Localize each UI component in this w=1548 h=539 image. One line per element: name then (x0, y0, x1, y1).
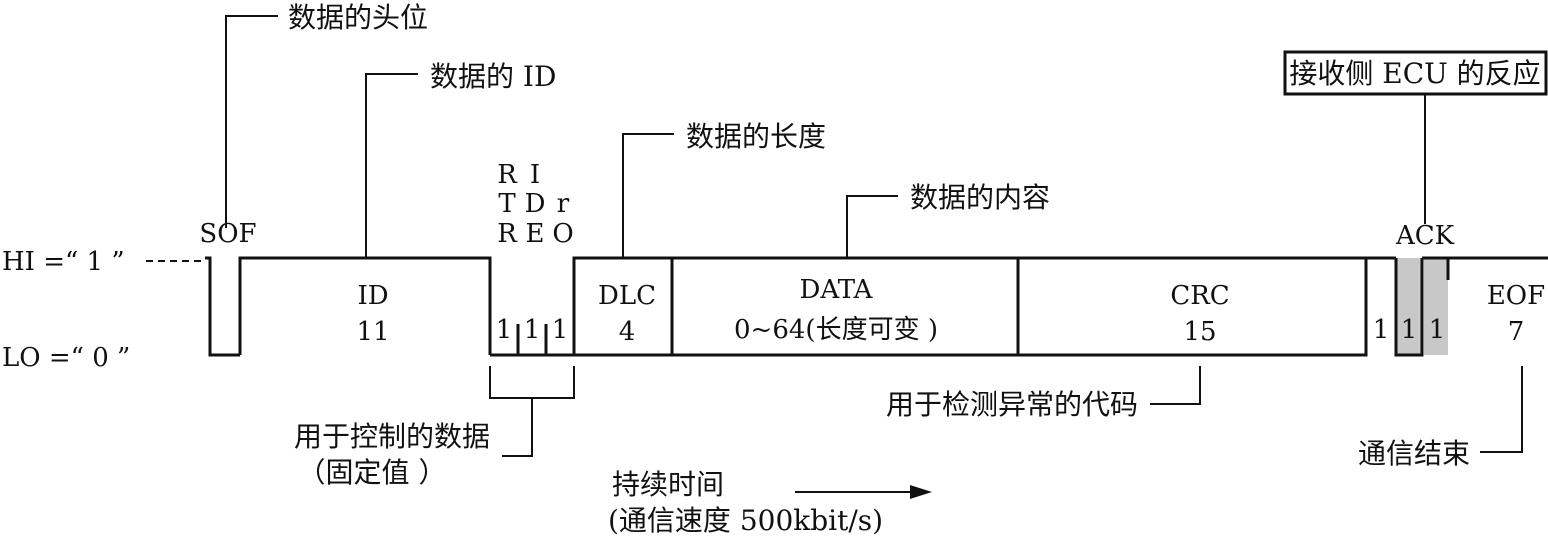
crc-annotation: 用于检测异常的代码 (886, 388, 1138, 421)
control-bracket (489, 366, 575, 457)
crc-bits: 15 (1183, 317, 1216, 347)
id-label: ID (357, 281, 388, 311)
ack-annotation-box (1283, 50, 1548, 96)
control-annotation-line1: 用于控制的数据 (294, 420, 490, 453)
duration-speed: (通信速度 500kbit/s) (608, 504, 883, 537)
dlc-bits: 4 (619, 317, 636, 347)
ack-slot (1394, 258, 1424, 357)
control-bit-3: 1 (552, 315, 569, 345)
data-leader-line (846, 195, 898, 258)
dlc-leader-line (622, 133, 674, 258)
lo-level-label: LO =“ 0 ” (2, 343, 130, 373)
id-bits: 11 (356, 317, 389, 347)
sof-label: SOF (199, 219, 256, 249)
control-r0-letter-1: r (557, 189, 570, 219)
dlc-label: DLC (598, 281, 656, 311)
data-annotation: 数据的内容 (910, 181, 1050, 214)
crc-label: CRC (1170, 281, 1229, 311)
ack-slot-fill (1396, 258, 1422, 355)
control-r0-letter-2: O (552, 219, 573, 249)
dlc-annotation: 数据的长度 (686, 120, 826, 153)
hi-level-label: HI =“ 1 ” (2, 247, 125, 277)
control-rtr-letter-1: R (497, 160, 518, 190)
ack-slot-bit: 1 (1401, 315, 1418, 345)
control-ide-letter-3: E (526, 219, 545, 249)
control-bit-2: 1 (524, 315, 541, 345)
id-annotation: 数据的 ID (430, 60, 556, 93)
id-leader-line (365, 73, 418, 258)
crc-delimiter-bit: 1 (1373, 315, 1390, 345)
crc-delimiter (1364, 256, 1396, 355)
ack-annotation: 接收侧 ECU 的反应 (1289, 57, 1540, 90)
eof-annotation: 通信结束 (1358, 437, 1470, 470)
control-rtr-letter-2: T (498, 189, 516, 219)
sof-leader-line (225, 15, 278, 228)
duration-arrow-head (910, 485, 932, 499)
control-annotation-line2: （固定值 ） (298, 456, 447, 489)
eof-bits: 7 (1508, 317, 1525, 347)
eof-line (1422, 256, 1548, 280)
control-bit-1: 1 (496, 315, 513, 345)
sof-annotation: 数据的头位 (288, 1, 428, 34)
eof-leader-line (1480, 366, 1523, 453)
data-box (672, 256, 1020, 357)
crc-leader-line (1150, 366, 1201, 405)
control-rtr-letter-3: R (497, 219, 518, 249)
eof-label: EOF (1487, 281, 1545, 311)
control-bits (490, 324, 574, 357)
ack-delimiter-bit: 1 (1429, 315, 1446, 345)
ack-label: ACK (1395, 221, 1455, 251)
ack-delimiter-fill (1424, 258, 1448, 355)
control-ide-letter-1: I (530, 160, 540, 190)
data-bits: 0~64(长度可变 ) (734, 315, 938, 345)
data-label: DATA (800, 275, 874, 305)
duration-label: 持续时间 (612, 468, 724, 501)
sof-segment (205, 256, 240, 357)
control-ide-letter-2: D (525, 189, 546, 219)
